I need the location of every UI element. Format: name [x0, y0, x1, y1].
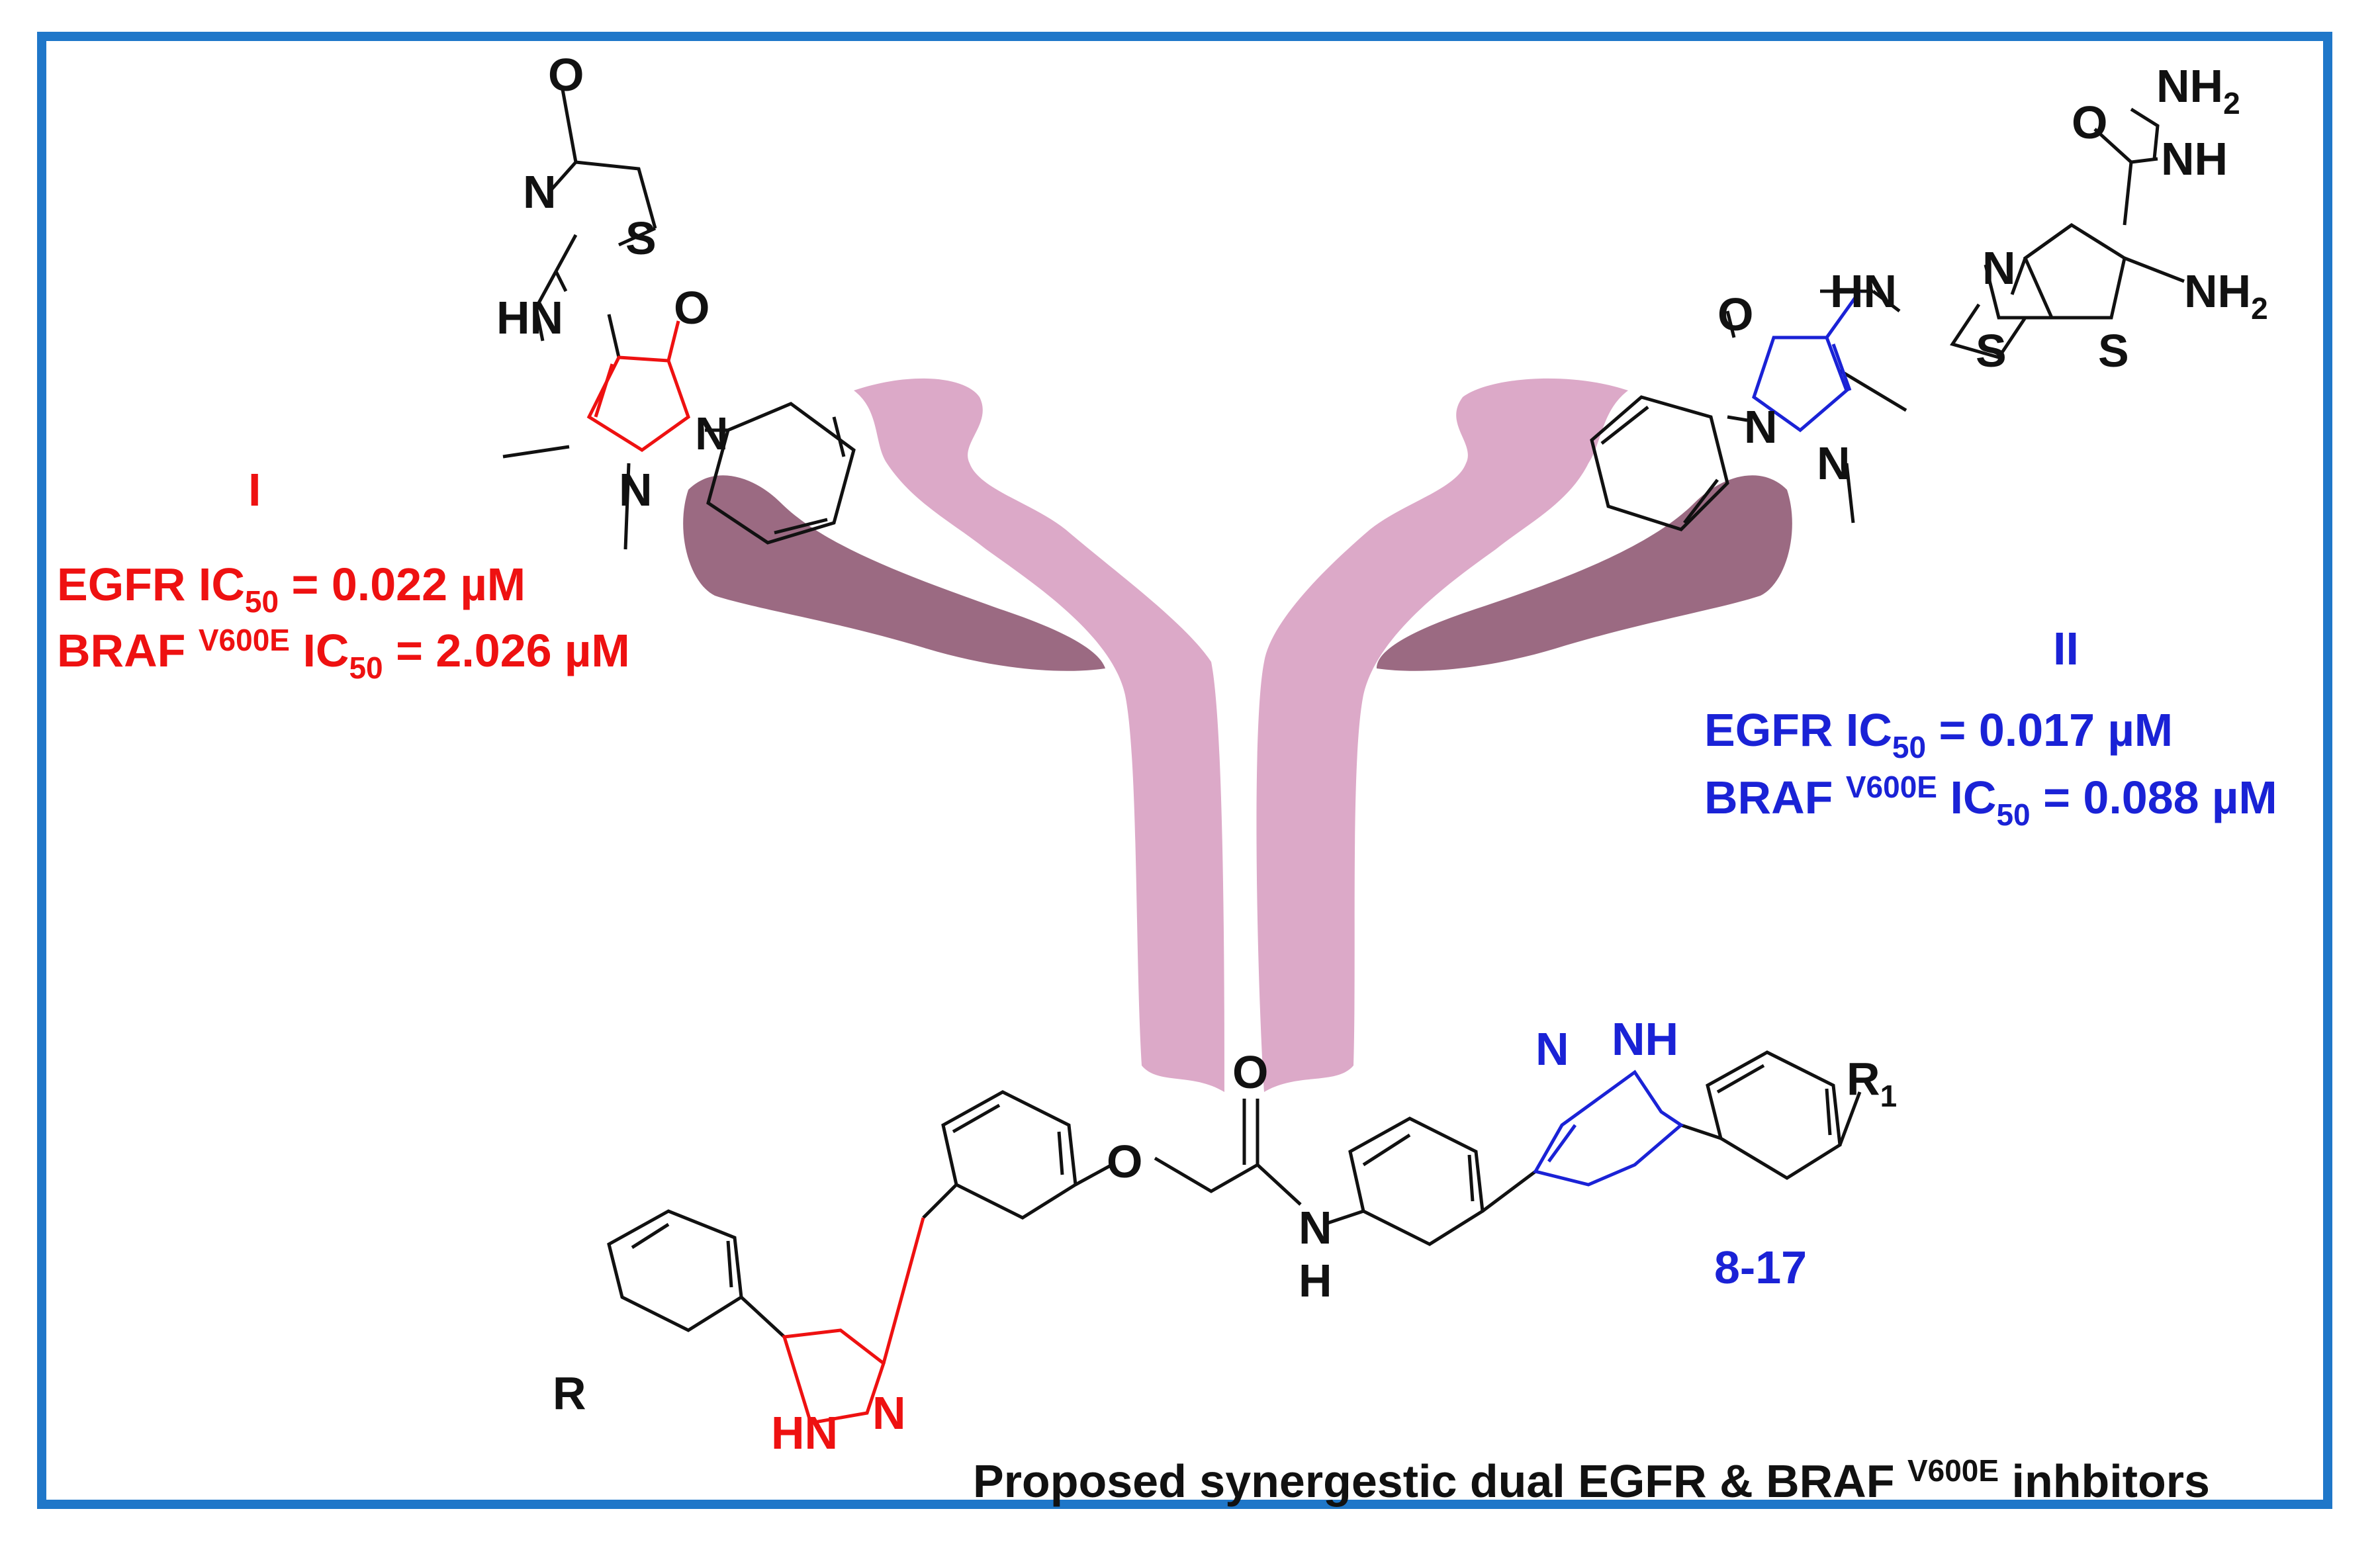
atom-N1-II: N [1744, 401, 1778, 453]
atom-N-thiazole-II: N [1982, 242, 2016, 294]
atom-S-thiophene: S [2098, 325, 2129, 377]
braf-ic: IC [1937, 772, 1997, 823]
egfr-sub: 50 [1892, 730, 1927, 764]
egfr-sub: 50 [244, 584, 279, 619]
compound-II-egfr: EGFR IC50 = 0.017 µM [1704, 704, 2174, 762]
atom-H-amide: H [1299, 1255, 1332, 1306]
compound-8-17-bottom-pyrazoline [782, 1217, 925, 1425]
figure-caption: Proposed synergestic dual EGFR & BRAF V6… [973, 1455, 2210, 1507]
compound-I-braf: BRAF V600E IC50 = 2.026 µM [57, 625, 630, 683]
atom-O-pyrazolone-II: O [1717, 289, 1754, 340]
atom-NH-hydrazide: NH [2161, 133, 2228, 185]
atom-N-thiazole: N [523, 166, 557, 218]
nh2-top-sub: 2 [2223, 86, 2240, 120]
receptor-tyrosine-kinase-icon [683, 378, 1792, 1092]
egfr-text: EGFR IC [57, 559, 245, 610]
atom-N2: N [619, 464, 653, 516]
compound-I-label: I [248, 464, 261, 516]
nh2-right-sub: 2 [2251, 291, 2268, 326]
braf-sup: V600E [1845, 770, 1937, 804]
atom-NH2-top: NH2 [2156, 60, 2240, 118]
compound-II-structure [1590, 107, 2185, 531]
braf-ic: IC [290, 625, 349, 676]
braf-text: BRAF [1704, 772, 1846, 823]
atom-N-top: N [1535, 1023, 1569, 1075]
atom-O-top: O [548, 49, 584, 101]
compound-II-pyrazolone-ring [1752, 290, 1862, 433]
braf-value: = 2.026 µM [383, 625, 630, 676]
receptor-left-arm-dark [683, 475, 1105, 671]
compound-8-17-top-pyrazoline [1533, 1070, 1684, 1187]
compound-I-egfr: EGFR IC50 = 0.022 µM [57, 559, 526, 617]
atom-O-pyrazolone: O [674, 282, 710, 334]
egfr-value: = 0.017 µM [1926, 704, 2174, 756]
atom-S-thiazole-II: S [1976, 325, 2007, 377]
atom-O-amide: O [1232, 1046, 1269, 1098]
atom-NH-top: NH [1612, 1013, 1679, 1065]
atom-N-bottom: N [872, 1387, 906, 1439]
atom-HN-II: HN [1830, 265, 1898, 317]
compound-I-structure [502, 89, 856, 550]
atom-N2-II: N [1817, 437, 1851, 489]
caption-sup: V600E [1907, 1453, 1999, 1488]
compound-I-pyrazolone-ring [586, 320, 690, 453]
braf-sup: V600E [198, 623, 290, 657]
egfr-text: EGFR IC [1704, 704, 1892, 756]
r1-text: R [1847, 1053, 1880, 1105]
r1-sub: 1 [1880, 1079, 1898, 1113]
atom-R: R [553, 1367, 586, 1419]
braf-text: BRAF [57, 625, 199, 676]
nh2-right-text: NH [2184, 265, 2252, 317]
atom-O-ether: O [1107, 1136, 1143, 1187]
receptor-right-arm-light [1256, 378, 1628, 1092]
atom-N1: N [695, 408, 729, 459]
atom-HN-bottom: HN [771, 1407, 839, 1459]
series-label-8-17: 8-17 [1714, 1242, 1808, 1293]
compound-8-17-structure [607, 1050, 1862, 1338]
atom-NH2-right: NH2 [2184, 265, 2268, 324]
atom-R1: R1 [1847, 1053, 1897, 1111]
caption-end: inhbitors [1999, 1455, 2210, 1507]
caption-text: Proposed synergestic dual EGFR & BRAF [973, 1455, 1907, 1507]
braf-value: = 0.088 µM [2030, 772, 2277, 823]
compound-II-label: II [2053, 623, 2079, 674]
atom-N-amide: N [1299, 1202, 1332, 1253]
compound-II-braf: BRAF V600E IC50 = 0.088 µM [1704, 772, 2277, 830]
braf-sub: 50 [1996, 797, 2031, 832]
atom-HN: HN [496, 292, 564, 343]
egfr-value: = 0.022 µM [279, 559, 526, 610]
receptor-left-arm-light [854, 378, 1224, 1092]
figure-border [37, 32, 2332, 1509]
braf-sub: 50 [349, 651, 383, 685]
atom-S-thiazole: S [625, 212, 657, 264]
nh2-top-text: NH [2156, 60, 2224, 112]
atom-O-hydrazide: O [2072, 97, 2108, 148]
